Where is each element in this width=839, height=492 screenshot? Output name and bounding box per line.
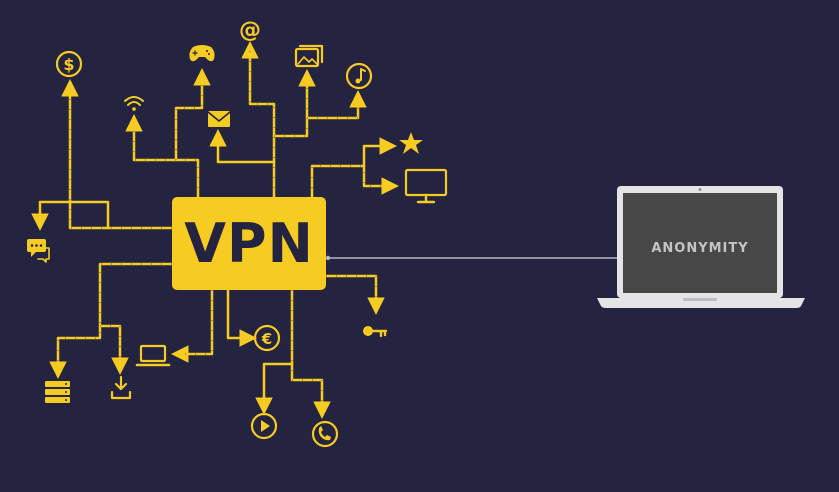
connection-dots: [57, 50, 390, 410]
line-to-star: [310, 137, 397, 200]
svg-text:$: $: [63, 55, 74, 74]
line-to-wifi: [125, 114, 200, 200]
line-to-download: [98, 324, 129, 375]
monitor-icon: [404, 168, 448, 204]
line-to-dollar: [61, 79, 174, 230]
line-to-chat: [31, 200, 110, 231]
photos-icon: [294, 44, 324, 68]
line-to-monitor: [362, 164, 399, 195]
euro-icon: €: [253, 324, 281, 352]
play-icon: [250, 412, 278, 440]
vpn-label: VPN: [184, 212, 314, 275]
dollar-icon: $: [55, 50, 83, 78]
music-note-icon: [345, 62, 373, 90]
svg-text:@: @: [239, 18, 261, 43]
envelope-icon: [207, 111, 231, 127]
cable-node: [325, 255, 331, 261]
line-to-play: [255, 288, 294, 415]
line-to-envelope: [209, 129, 276, 200]
laptop: ANONYMITY: [597, 186, 805, 308]
line-to-photos: [272, 69, 316, 138]
vpn-box: VPN: [172, 197, 326, 290]
line-to-laptop-icon: [171, 288, 214, 363]
line-to-key: [324, 274, 385, 315]
line-to-at-sign: [241, 41, 276, 164]
svg-text:€: €: [261, 330, 272, 348]
line-to-music: [305, 90, 367, 120]
line-to-phone: [290, 362, 331, 419]
laptop-icon: [135, 344, 171, 367]
anonymity-text: ANONYMITY: [651, 241, 748, 256]
line-to-euro: [226, 288, 257, 347]
line-to-server: [49, 262, 174, 379]
line-to-gamepad: [174, 68, 211, 162]
download-icon: [110, 375, 132, 400]
laptop-screen: [623, 193, 777, 293]
wifi-icon: [124, 96, 144, 111]
key-icon: [363, 326, 388, 338]
gamepad-icon: [189, 45, 215, 62]
star-icon: [399, 132, 423, 154]
chat-bubbles-icon: [27, 239, 50, 263]
at-sign-icon: @: [239, 18, 261, 43]
server-icon: [45, 381, 70, 403]
phone-icon: [311, 420, 339, 448]
